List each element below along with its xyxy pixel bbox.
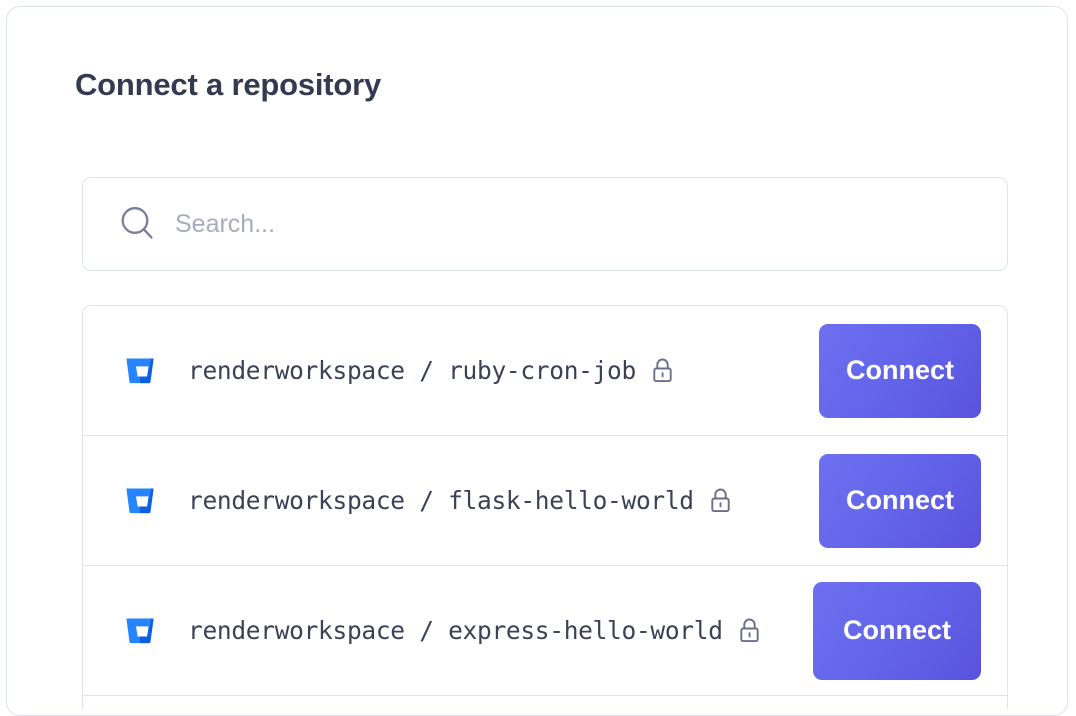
connect-button[interactable]: Connect [813,581,981,680]
search-icon [121,207,153,239]
lock-icon [711,488,730,512]
bitbucket-icon [126,487,154,513]
lock-icon [740,618,759,642]
lock-icon [653,358,672,382]
repository-list: renderworkspace / ruby-cron-job Connect … [82,305,1008,709]
bitbucket-icon [126,617,154,643]
connect-button[interactable]: Connect [819,453,981,548]
repository-row[interactable]: renderworkspace / express-hello-world Co… [83,696,1007,709]
repository-name: renderworkspace / ruby-cron-job [188,356,636,385]
connect-button[interactable]: Connect [819,323,981,418]
repository-row[interactable]: renderworkspace / flask-hello-world Conn… [83,436,1007,566]
repository-row[interactable]: renderworkspace / express-hello-world Co… [83,566,1007,696]
search-field[interactable] [82,177,1008,271]
page-title: Connect a repository [75,67,382,102]
search-input[interactable] [175,204,977,244]
repository-row[interactable]: renderworkspace / ruby-cron-job Connect [83,306,1007,436]
repository-name: renderworkspace / express-hello-world [188,616,723,645]
page-panel: Connect a repository renderworkspace / r… [6,6,1068,716]
repository-name: renderworkspace / flask-hello-world [188,486,694,515]
bitbucket-icon [126,357,154,383]
